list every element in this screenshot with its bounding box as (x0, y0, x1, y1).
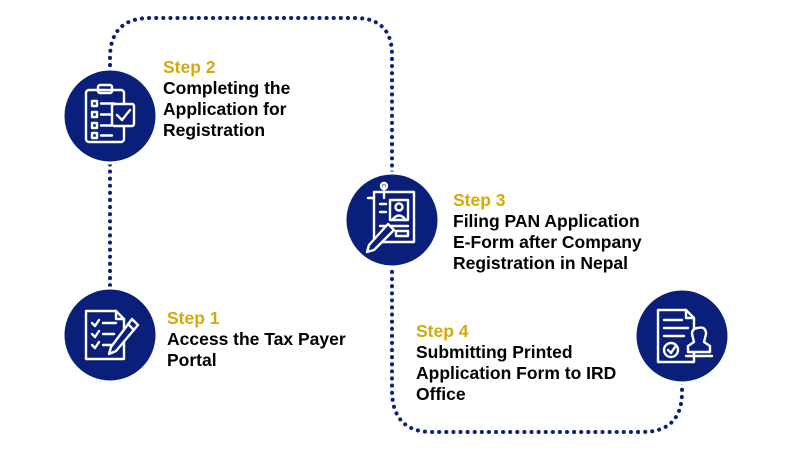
step-3-block: Step 3 Filing PAN Application E-Form aft… (453, 190, 642, 274)
step-1-text: Access the Tax Payer Portal (167, 329, 346, 370)
step-2-text: Completing the Application for Registrat… (163, 78, 291, 140)
step-1-block: Step 1 Access the Tax Payer Portal (167, 308, 346, 371)
step-4-text: Submitting Printed Application Form to I… (416, 342, 617, 404)
clipboard-pen-icon (61, 286, 159, 384)
id-form-pencil-icon (343, 171, 441, 269)
step-4-block: Step 4 Submitting Printed Application Fo… (416, 321, 616, 405)
step-3-text: Filing PAN Application E-Form after Comp… (453, 211, 642, 273)
checklist-clipboard-icon (61, 67, 159, 165)
step-3-label: Step 3 (453, 190, 506, 210)
step-2-block: Step 2 Completing the Application for Re… (163, 57, 290, 141)
document-stamp-icon (633, 287, 731, 385)
step-4-label: Step 4 (416, 321, 469, 341)
step-1-label: Step 1 (167, 308, 220, 328)
step-2-label: Step 2 (163, 57, 216, 77)
